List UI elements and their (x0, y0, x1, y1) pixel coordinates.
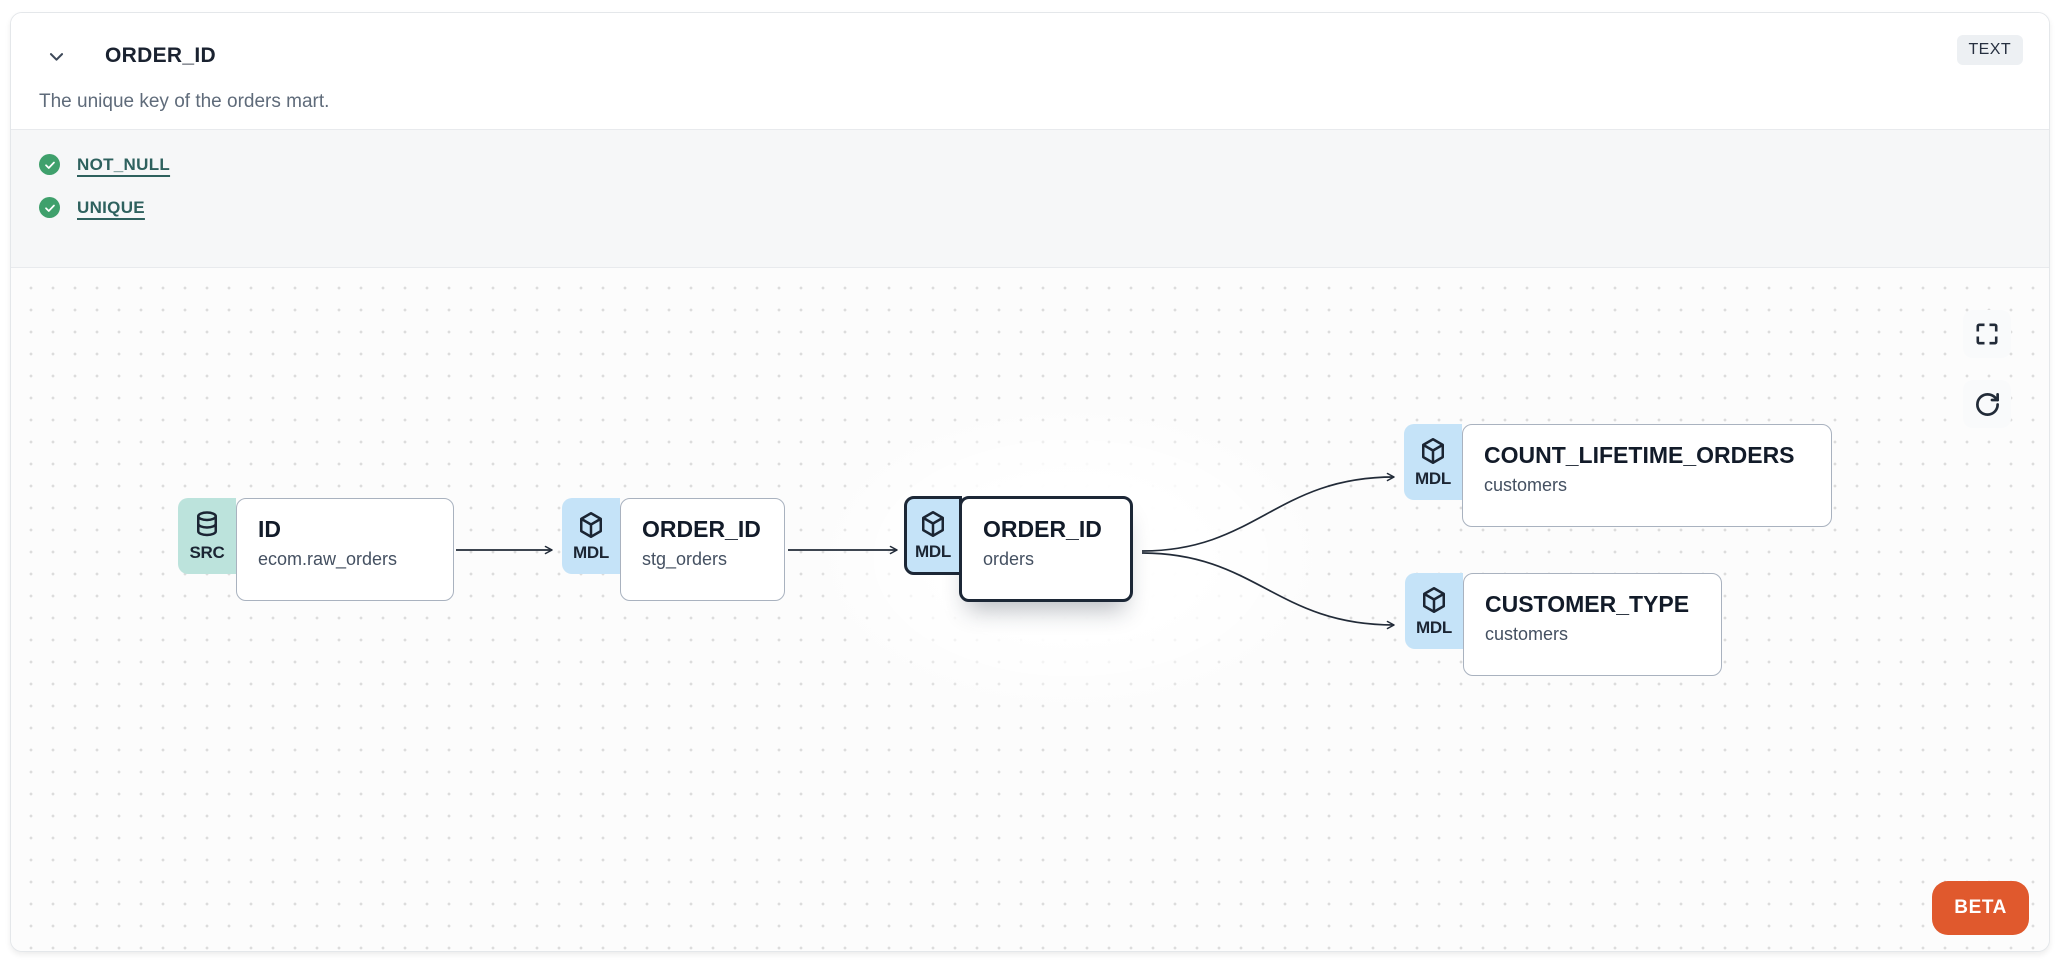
column-details-panel: ORDER_ID TEXT The unique key of the orde… (10, 12, 2050, 952)
node-type-badge: MDL (562, 498, 620, 574)
test-row: NOT_NULL (39, 154, 2049, 175)
collapse-toggle-button[interactable] (43, 43, 69, 69)
node-title: COUNT_LIFETIME_ORDERS (1484, 442, 1795, 468)
node-type-label: MDL (915, 542, 951, 561)
lineage-node-count-lifetime-orders[interactable]: MDL COUNT_LIFETIME_ORDERS customers (1404, 424, 1832, 527)
fullscreen-button[interactable] (1963, 310, 2011, 358)
check-circle-icon (39, 197, 60, 218)
lineage-node-customer-type[interactable]: MDL CUSTOMER_TYPE customers (1405, 573, 1722, 676)
check-circle-icon (39, 154, 60, 175)
lineage-node-order-id-orders-selected[interactable]: MDL ORDER_ID orders (904, 496, 1133, 602)
refresh-icon (1974, 391, 2001, 418)
node-type-badge: MDL (1405, 573, 1463, 649)
refresh-layout-button[interactable] (1963, 380, 2011, 428)
node-subtitle: stg_orders (642, 549, 728, 569)
node-type-label: SRC (189, 542, 225, 562)
column-description: The unique key of the orders mart. (39, 91, 330, 112)
node-type-label: MDL (1416, 617, 1452, 637)
tests-section: NOT_NULL UNIQUE (11, 129, 2049, 268)
node-subtitle: ecom.raw_orders (258, 549, 398, 569)
node-type-label: MDL (573, 542, 609, 562)
node-subtitle: orders (983, 549, 1035, 569)
fullscreen-icon (1974, 321, 2000, 347)
node-title: ORDER_ID (642, 516, 761, 542)
node-card: ORDER_ID stg_orders (620, 498, 785, 601)
node-subtitle: customers (1485, 624, 1569, 644)
lineage-node-id-raw-orders[interactable]: SRC ID ecom.raw_orders (178, 498, 454, 601)
node-type-label: MDL (1415, 468, 1451, 488)
node-title: ORDER_ID (983, 516, 1102, 542)
lineage-canvas[interactable]: SRC ID ecom.raw_orders MDL ORDER_ID (11, 268, 2049, 951)
test-row: UNIQUE (39, 197, 2049, 218)
page-title: ORDER_ID (105, 44, 216, 67)
chevron-down-icon (47, 47, 66, 66)
cube-icon (576, 510, 606, 540)
column-type-badge: TEXT (1956, 35, 2023, 65)
panel-header: ORDER_ID TEXT The unique key of the orde… (11, 13, 2049, 129)
lineage-node-order-id-stg-orders[interactable]: MDL ORDER_ID stg_orders (562, 498, 785, 601)
cube-icon (918, 509, 948, 539)
node-card: CUSTOMER_TYPE customers (1463, 573, 1722, 676)
node-card: COUNT_LIFETIME_ORDERS customers (1462, 424, 1832, 527)
node-title: ID (258, 516, 281, 542)
node-type-badge: MDL (1404, 424, 1462, 500)
node-subtitle: customers (1484, 475, 1568, 495)
node-type-badge: MDL (904, 496, 962, 575)
database-icon (192, 510, 222, 540)
cube-icon (1419, 585, 1449, 615)
beta-badge: BETA (1932, 881, 2029, 935)
test-link-unique[interactable]: UNIQUE (77, 197, 145, 217)
test-link-not-null[interactable]: NOT_NULL (77, 154, 171, 174)
node-card: ORDER_ID orders (959, 496, 1133, 602)
node-type-badge: SRC (178, 498, 236, 574)
node-title: CUSTOMER_TYPE (1485, 591, 1690, 617)
node-card: ID ecom.raw_orders (236, 498, 454, 601)
cube-icon (1418, 436, 1448, 466)
